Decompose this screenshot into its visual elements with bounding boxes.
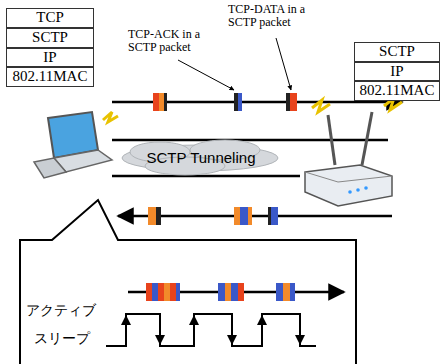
tunnel-line bbox=[112, 175, 300, 178]
packets-down bbox=[148, 207, 278, 225]
leader-line bbox=[178, 60, 234, 90]
callout-box: アクティブスリープ bbox=[20, 240, 356, 364]
layer-name: 802.11MAC bbox=[360, 83, 435, 99]
layer-name: SCTP Tunneling bbox=[147, 150, 256, 166]
sleep-waveform bbox=[106, 314, 316, 346]
layer-name: 802.11MAC bbox=[13, 69, 88, 85]
protocol-layer: SCTP bbox=[6, 28, 94, 48]
layer-name: IP bbox=[390, 64, 403, 80]
state-label: アクティブ bbox=[26, 302, 96, 320]
protocol-layer: 802.11MAC bbox=[6, 67, 94, 87]
leader-line bbox=[276, 38, 291, 90]
router-icon bbox=[305, 98, 402, 206]
cloud-shape bbox=[122, 140, 278, 175]
protocol-layer: 802.11MAC bbox=[354, 81, 440, 101]
layer-name: TCP bbox=[36, 10, 64, 26]
tunnel-line bbox=[112, 139, 388, 142]
layer-name: IP bbox=[43, 50, 56, 66]
callout-outline bbox=[20, 200, 356, 364]
packets-up bbox=[153, 93, 297, 111]
protocol-layer: IP bbox=[354, 62, 440, 81]
protocol-layer: TCP bbox=[6, 8, 94, 28]
packet-label: TCP-ACK in a SCTP packet bbox=[128, 28, 226, 53]
packet-label: TCP-DATA in a SCTP packet bbox=[228, 3, 326, 28]
state-label: スリープ bbox=[34, 330, 90, 348]
transition-arrows bbox=[126, 316, 300, 344]
protocol-layer: IP bbox=[6, 48, 94, 67]
layer-name: SCTP bbox=[379, 44, 415, 60]
tunnel-cloud: SCTP Tunneling bbox=[134, 147, 268, 169]
protocol-layer: SCTP bbox=[354, 42, 440, 62]
packets-burst bbox=[146, 283, 295, 301]
laptop-icon bbox=[34, 112, 118, 178]
layer-name: SCTP bbox=[32, 30, 68, 46]
